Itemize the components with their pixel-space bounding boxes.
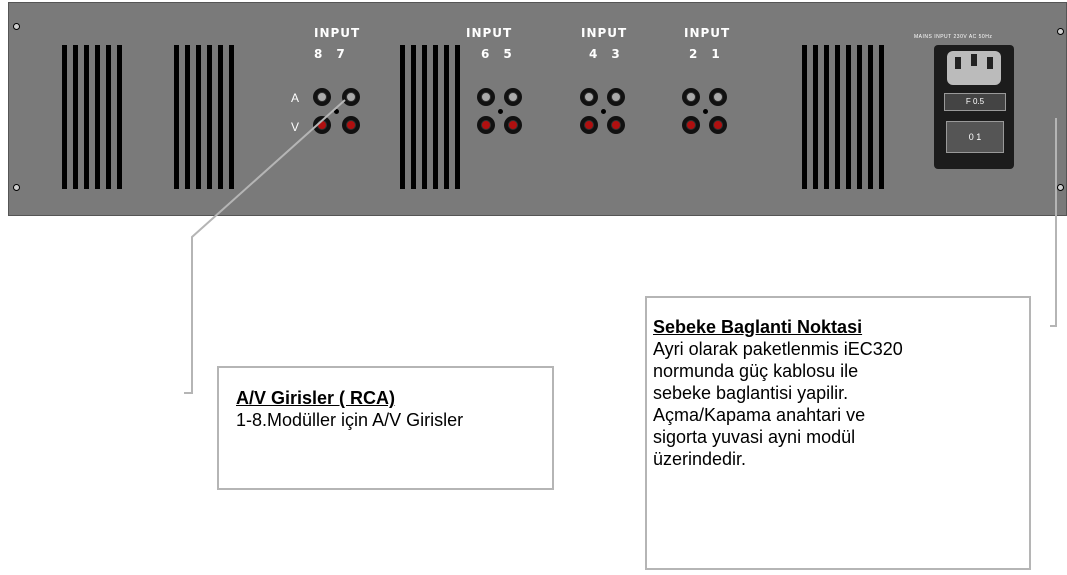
rca-video-2[interactable] xyxy=(682,88,700,106)
rca-audio-1[interactable] xyxy=(709,116,727,134)
vent-grille-2 xyxy=(174,45,234,189)
channel-number: 7 xyxy=(336,47,345,61)
channel-number: 3 xyxy=(611,47,620,61)
rca-video-4[interactable] xyxy=(580,88,598,106)
rca-audio-6[interactable] xyxy=(477,116,495,134)
iec320-socket[interactable] xyxy=(947,51,1001,85)
vent-grille-4 xyxy=(802,45,884,189)
channel-number: 5 xyxy=(503,47,512,61)
rca-audio-7[interactable] xyxy=(342,116,360,134)
mains-callout-line: sebeke baglantisi yapilir. xyxy=(653,383,849,403)
rca-video-7[interactable] xyxy=(342,88,360,106)
power-switch[interactable]: 0 1 xyxy=(946,121,1004,153)
mount-hole-top-right xyxy=(1057,28,1064,35)
mains-callout-line: üzerindedir. xyxy=(653,449,747,469)
mount-hole-bottom-right xyxy=(1057,184,1064,191)
mains-callout-line: sigorta yuvasi ayni modül xyxy=(653,427,856,447)
channel-number: 2 xyxy=(689,47,698,61)
fuse-holder[interactable]: F 0.5 xyxy=(944,93,1006,111)
video-row-label: V xyxy=(291,120,300,134)
channel-numbers-2-1: 2 1 xyxy=(689,47,720,61)
audio-row-label: A xyxy=(291,91,300,105)
jack-separator-dot xyxy=(334,109,339,114)
channel-number: 4 xyxy=(589,47,598,61)
input-header-4-3: INPUT xyxy=(581,26,628,40)
input-header-2-1: INPUT xyxy=(684,26,731,40)
rear-panel: INPUT 8 7 INPUT 6 5 INPUT 4 3 INPUT 2 1 … xyxy=(8,2,1067,216)
channel-numbers-4-3: 4 3 xyxy=(589,47,620,61)
mains-callout-line: Açma/Kapama anahtari ve xyxy=(653,405,866,425)
channel-numbers-8-7: 8 7 xyxy=(314,47,345,61)
mains-callout-line: normunda güç kablosu ile xyxy=(653,361,859,381)
rca-audio-4[interactable] xyxy=(580,116,598,134)
av-leader-line xyxy=(184,99,346,394)
mount-hole-top-left xyxy=(13,23,20,30)
mains-leader-line xyxy=(1050,118,1057,327)
mains-input-label: MAINS INPUT 230V AC 50Hz xyxy=(914,34,993,40)
rca-video-3[interactable] xyxy=(607,88,625,106)
mount-hole-bottom-left xyxy=(13,184,20,191)
channel-number: 6 xyxy=(481,47,490,61)
channel-number: 8 xyxy=(314,47,323,61)
input-header-6-5: INPUT xyxy=(466,26,513,40)
rca-video-6[interactable] xyxy=(477,88,495,106)
rca-audio-5[interactable] xyxy=(504,116,522,134)
mains-callout-title: Sebeke Baglanti Noktasi xyxy=(653,317,863,337)
jack-separator-dot xyxy=(601,109,606,114)
rca-video-5[interactable] xyxy=(504,88,522,106)
vent-grille-3 xyxy=(400,45,460,189)
rca-audio-2[interactable] xyxy=(682,116,700,134)
av-inputs-callout: A/V Girisler ( RCA) 1-8.Modüller için A/… xyxy=(217,366,554,490)
jack-separator-dot xyxy=(498,109,503,114)
rca-audio-3[interactable] xyxy=(607,116,625,134)
mains-callout-line: Ayri olarak paketlenmis iEC320 xyxy=(653,339,903,359)
channel-numbers-6-5: 6 5 xyxy=(481,47,512,61)
vent-grille-1 xyxy=(62,45,122,189)
power-entry-module: F 0.5 0 1 xyxy=(934,45,1014,169)
mains-callout: Sebeke Baglanti Noktasi Ayri olarak pake… xyxy=(645,296,1031,570)
rca-video-1[interactable] xyxy=(709,88,727,106)
rca-video-8[interactable] xyxy=(313,88,331,106)
input-header-8-7: INPUT xyxy=(314,26,361,40)
jack-separator-dot xyxy=(703,109,708,114)
channel-number: 1 xyxy=(711,47,720,61)
av-callout-body: 1-8.Modüller için A/V Girisler xyxy=(236,410,464,430)
av-callout-title: A/V Girisler ( RCA) xyxy=(236,388,396,408)
